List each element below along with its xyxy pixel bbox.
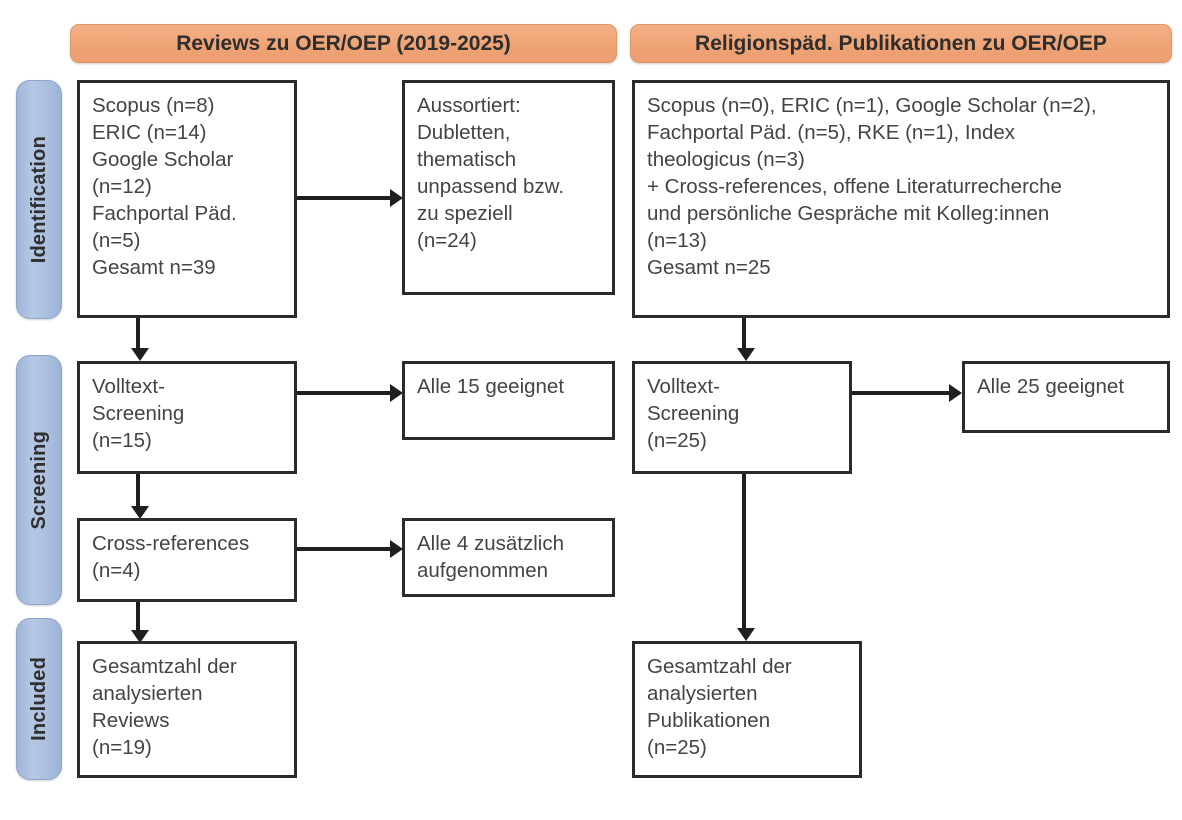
connector-left-crossrefs-to-included-arrowhead	[131, 630, 149, 643]
box-right-sources-line-2: Fachportal Päd. (n=5), RKE (n=1), Index	[647, 121, 1016, 145]
connector-left-screening-to-crossrefs	[136, 474, 140, 508]
box-right-screening: Volltext- Screening (n=25)	[632, 361, 852, 474]
box-right-included: Gesamtzahl der analysierten Publikatione…	[632, 641, 862, 778]
box-left-crossrefs-result-line-2: aufgenommen	[417, 559, 549, 583]
box-left-screening-line-2: Screening	[92, 402, 185, 426]
box-right-sources: Scopus (n=0), ERIC (n=1), Google Scholar…	[632, 80, 1170, 318]
phase-label-identification: Identification	[16, 80, 62, 319]
box-left-crossrefs-line-2: (n=4)	[92, 559, 141, 583]
box-left-sources-line-1: Scopus (n=8)	[92, 94, 215, 117]
connector-left-crossrefs-to-included	[136, 602, 140, 632]
connector-left-sources-to-screening-arrowhead	[131, 348, 149, 361]
box-right-sources-line-5: und persönliche Gespräche mit Kolleg:inn…	[647, 202, 1050, 226]
box-left-sources-line-6: (n=5)	[92, 229, 141, 253]
box-left-included-line-3: Reviews	[92, 709, 170, 733]
box-right-screening-line-3: (n=25)	[647, 429, 707, 453]
box-left-screening-result-line-1: Alle 15 geeignet	[417, 375, 565, 398]
box-right-screening-line-1: Volltext-	[647, 375, 720, 398]
phase-label-screening: Screening	[16, 355, 62, 605]
connector-left-sources-to-screening	[136, 318, 140, 350]
box-left-included-line-4: (n=19)	[92, 736, 152, 760]
box-left-screening: Volltext- Screening (n=15)	[77, 361, 297, 474]
box-right-included-line-2: analysierten	[647, 682, 758, 706]
box-left-sources-line-3: Google Scholar	[92, 148, 234, 172]
box-left-excluded-line-6: (n=24)	[417, 229, 477, 253]
box-right-screening-result-line-1: Alle 25 geeignet	[977, 375, 1125, 398]
box-left-excluded-line-1: Aussortiert:	[417, 94, 521, 117]
phase-label-included-text: Included	[27, 657, 50, 741]
box-left-screening-result: Alle 15 geeignet	[402, 361, 615, 440]
connector-right-screening-to-result-arrowhead	[949, 384, 962, 402]
box-right-sources-line-3: theologicus (n=3)	[647, 148, 805, 172]
box-left-screening-line-1: Volltext-	[92, 375, 165, 398]
box-right-screening-result: Alle 25 geeignet	[962, 361, 1170, 433]
box-right-included-line-3: Publikationen	[647, 709, 771, 733]
connector-left-screening-to-result-arrowhead	[390, 384, 403, 402]
box-left-sources-line-5: Fachportal Päd.	[92, 202, 237, 226]
connector-right-sources-to-screening	[742, 318, 746, 350]
box-left-excluded-line-5: zu speziell	[417, 202, 513, 226]
box-left-included-line-2: analysierten	[92, 682, 203, 706]
box-left-sources: Scopus (n=8) ERIC (n=14) Google Scholar …	[77, 80, 297, 318]
connector-right-screening-to-included-arrowhead	[737, 628, 755, 641]
phase-label-screening-text: Screening	[27, 430, 50, 530]
box-right-sources-line-7: Gesamt n=25	[647, 256, 771, 280]
column-header-reviews-text: Reviews zu OER/OEP (2019-2025)	[176, 31, 511, 55]
box-right-included-line-1: Gesamtzahl der	[647, 655, 792, 678]
connector-right-screening-to-result	[852, 391, 950, 395]
box-left-excluded-line-3: thematisch	[417, 148, 517, 172]
connector-left-crossrefs-to-result-arrowhead	[390, 540, 403, 558]
box-left-crossrefs-line-1: Cross-references	[92, 532, 250, 555]
phase-label-identification-text: Identification	[27, 135, 50, 264]
box-left-excluded-line-4: unpassend bzw.	[417, 175, 565, 199]
box-right-included-line-4: (n=25)	[647, 736, 707, 760]
box-left-sources-line-2: ERIC (n=14)	[92, 121, 207, 145]
connector-left-screening-to-result	[297, 391, 391, 395]
connector-left-screening-to-crossrefs-arrowhead	[131, 506, 149, 519]
phase-label-included: Included	[16, 618, 62, 780]
box-right-screening-line-2: Screening	[647, 402, 740, 426]
box-left-excluded-line-2: Dubletten,	[417, 121, 511, 145]
column-header-publikationen: Religionspäd. Publikationen zu OER/OEP	[630, 24, 1172, 63]
column-header-publikationen-text: Religionspäd. Publikationen zu OER/OEP	[695, 31, 1107, 55]
box-left-crossrefs-result-line-1: Alle 4 zusätzlich	[417, 532, 564, 555]
box-left-screening-line-3: (n=15)	[92, 429, 152, 453]
connector-right-screening-to-included	[742, 474, 746, 630]
connector-left-sources-to-excluded-arrowhead	[390, 189, 403, 207]
connector-right-sources-to-screening-arrowhead	[737, 348, 755, 361]
box-right-sources-line-6: (n=13)	[647, 229, 707, 253]
box-left-included-line-1: Gesamtzahl der	[92, 655, 237, 678]
connector-left-sources-to-excluded	[297, 196, 391, 200]
box-left-sources-line-4: (n=12)	[92, 175, 152, 199]
column-header-reviews: Reviews zu OER/OEP (2019-2025)	[70, 24, 617, 63]
box-right-sources-line-4: + Cross-references, offene Literaturrech…	[647, 175, 1062, 199]
box-right-sources-line-1: Scopus (n=0), ERIC (n=1), Google Scholar…	[647, 94, 1097, 117]
box-left-crossrefs-result: Alle 4 zusätzlich aufgenommen	[402, 518, 615, 597]
box-left-crossrefs: Cross-references (n=4)	[77, 518, 297, 602]
box-left-included: Gesamtzahl der analysierten Reviews (n=1…	[77, 641, 297, 778]
box-left-excluded: Aussortiert: Dubletten, thematisch unpas…	[402, 80, 615, 295]
box-left-sources-line-7: Gesamt n=39	[92, 256, 216, 280]
connector-left-crossrefs-to-result	[297, 547, 391, 551]
